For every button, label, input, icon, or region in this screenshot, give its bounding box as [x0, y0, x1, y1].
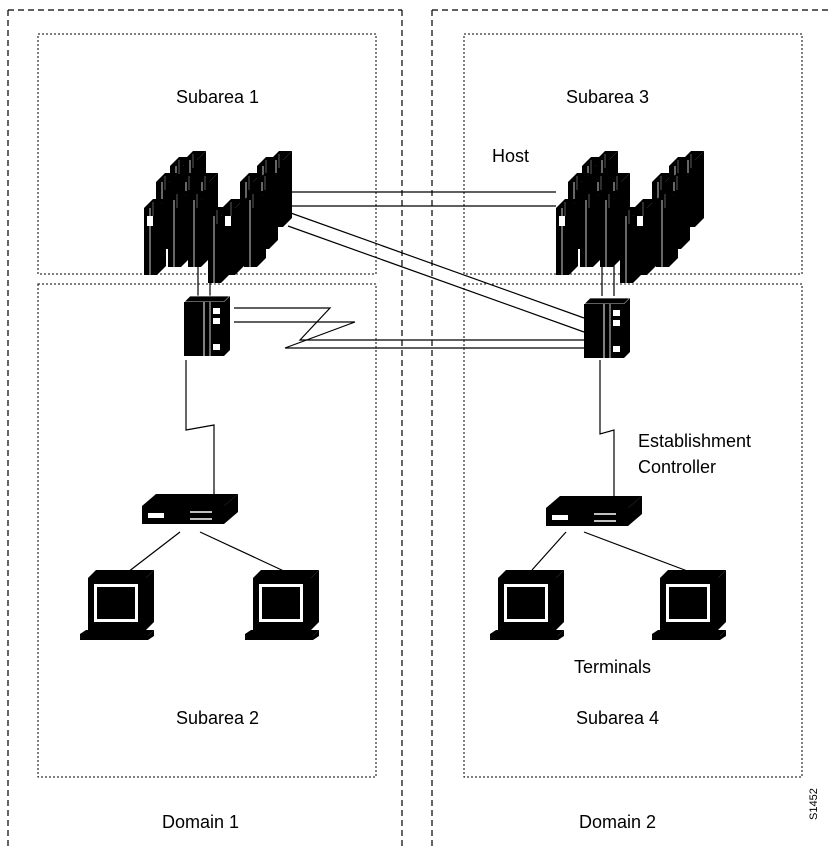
communications-controller-icon	[183, 295, 231, 357]
subarea-2-boundary	[37, 283, 377, 778]
establishment-controller-label-line2: Controller	[638, 457, 717, 477]
establishment-controller-icon	[545, 495, 643, 527]
terminals-label: Terminals	[574, 657, 652, 677]
subarea-4-boundary	[463, 283, 803, 778]
subarea-4-label: Subarea 4	[576, 708, 660, 728]
communications-controller-icon	[583, 297, 631, 359]
domain-1-boundary	[7, 9, 403, 850]
mainframe-host-icon	[556, 151, 704, 283]
terminal-icon	[652, 570, 726, 640]
terminal-icon	[245, 570, 319, 640]
domain-1-label: Domain 1	[162, 812, 240, 832]
subarea-3-boundary	[463, 33, 803, 275]
host-label: Host	[492, 146, 530, 166]
subarea-2-label: Subarea 2	[176, 708, 260, 728]
domain-2-label: Domain 2	[579, 812, 657, 832]
subarea-1-label: Subarea 1	[176, 87, 260, 107]
establishment-controller-icon	[141, 493, 239, 525]
subarea-3-label: Subarea 3	[566, 87, 650, 107]
terminal-icon	[490, 570, 564, 640]
figure-id: S1452	[808, 788, 820, 820]
mainframe-host-icon	[144, 151, 292, 283]
domain-2-boundary	[431, 9, 830, 850]
establishment-controller-label-line1: Establishment	[638, 431, 752, 451]
terminal-icon	[80, 570, 154, 640]
subarea-1-boundary	[37, 33, 377, 275]
establishment-controller-label: Establishment Controller	[638, 428, 751, 480]
